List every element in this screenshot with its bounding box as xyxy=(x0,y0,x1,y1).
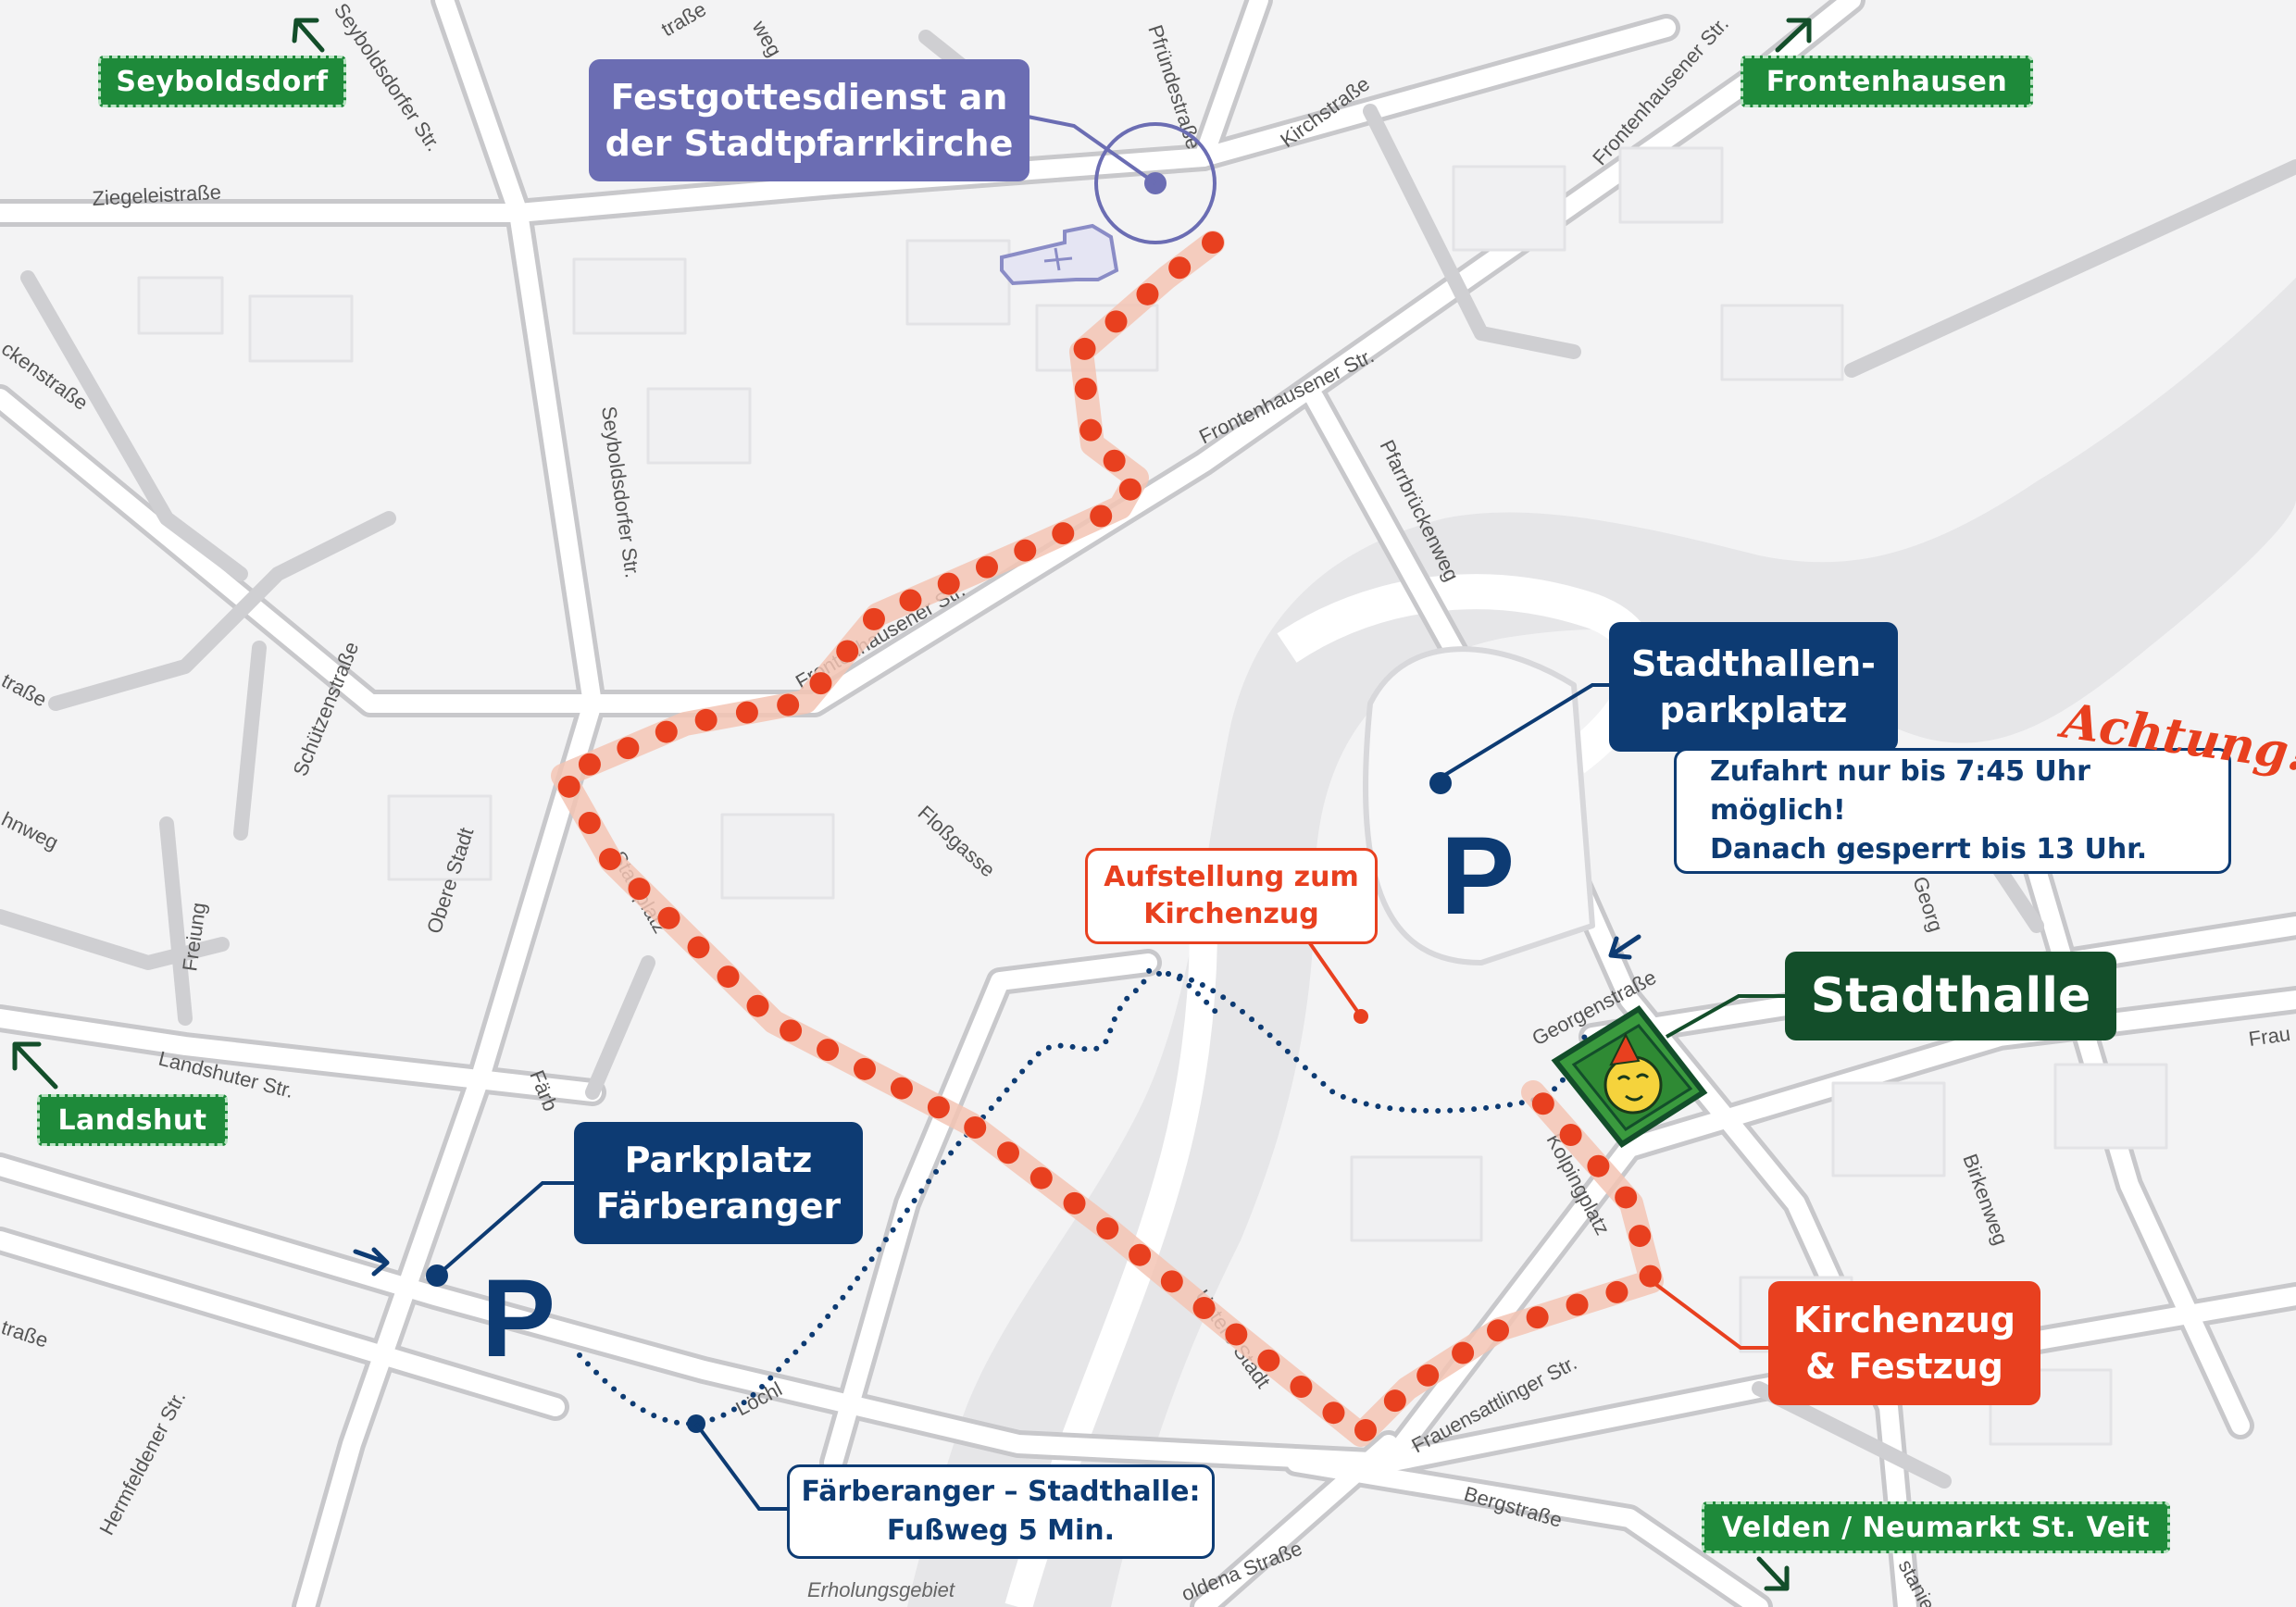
parking-symbol-faerberanger: P xyxy=(481,1256,556,1380)
party-face-icon xyxy=(1603,1032,1663,1115)
svg-text:Frau: Frau xyxy=(2247,1022,2291,1051)
arrow-velden-icon xyxy=(1756,1556,1790,1591)
kirchenzug-festzug-label: Kirchenzug & Festzug xyxy=(1768,1281,2040,1405)
festival-route xyxy=(551,230,1664,1447)
arrow-entry-faerberanger-icon xyxy=(353,1247,390,1277)
aufstellung-label: Aufstellung zum Kirchenzug xyxy=(1085,848,1378,944)
svg-text:Erholungsgebiet: Erholungsgebiet xyxy=(807,1578,955,1601)
walk-time-note: Färberanger – Stadthalle: Fußweg 5 Min. xyxy=(787,1464,1215,1559)
destination-seyboldsdorf: Seyboldsdorf xyxy=(98,56,346,107)
arrow-entry-stadthalle-icon xyxy=(1608,934,1641,960)
destination-landshut: Landshut xyxy=(37,1094,228,1146)
stadthalle-label: Stadthalle xyxy=(1785,952,2116,1040)
arrow-frontenhausen-icon xyxy=(1775,18,1812,53)
arrow-seyboldsdorf-icon xyxy=(292,18,325,53)
destination-velden: Velden / Neumarkt St. Veit xyxy=(1702,1501,2170,1553)
festgottesdienst-label: Festgottesdienst an der Stadtpfarrkirche xyxy=(589,59,1029,181)
church-marker xyxy=(1027,115,1217,244)
parkplatz-faerberanger-label: Parkplatz Färberanger xyxy=(574,1122,863,1244)
leader-lines xyxy=(426,683,1787,1511)
destination-frontenhausen: Frontenhausen xyxy=(1741,56,2033,107)
church-icon xyxy=(1000,223,1119,286)
arrow-landshut-icon xyxy=(12,1041,58,1090)
warning-box: Zufahrt nur bis 7:45 Uhr möglich! Danach… xyxy=(1674,748,2231,874)
direction-arrows xyxy=(12,18,1812,1591)
parking-symbol-stadthalle: P xyxy=(1441,814,1516,938)
stadthallen-parkplatz-label: Stadthallen- parkplatz xyxy=(1609,622,1898,752)
